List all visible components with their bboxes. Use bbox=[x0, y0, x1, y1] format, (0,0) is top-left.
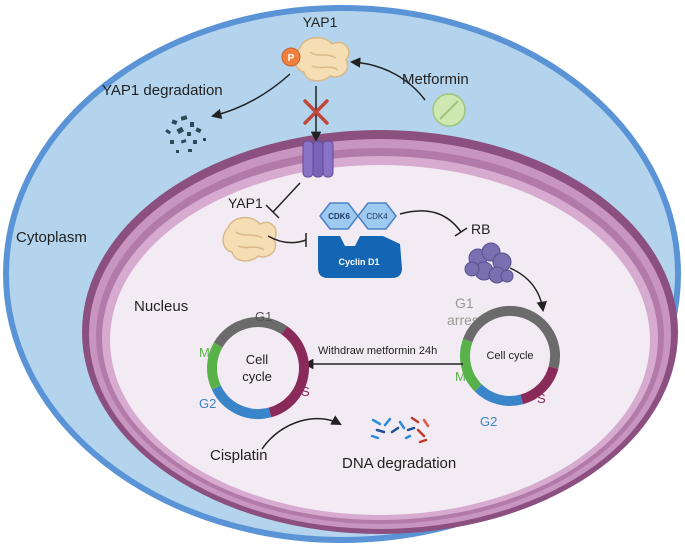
dna-degradation-label: DNA degradation bbox=[342, 455, 456, 472]
right-phase-g1-arc bbox=[463, 305, 561, 369]
right-phase-s-label: S bbox=[537, 391, 546, 406]
cyclin-d1-shape bbox=[318, 236, 402, 278]
cisplatin-to-dna-arrow bbox=[261, 415, 342, 450]
cytoplasm-label: Cytoplasm bbox=[16, 229, 87, 246]
yap1-inhibits-cyclin-line bbox=[267, 235, 307, 244]
left-phase-g2-label: G2 bbox=[199, 396, 216, 411]
phosphate-icon bbox=[281, 47, 301, 67]
dna-fragments-icon bbox=[370, 416, 430, 444]
left-phase-m-label: M bbox=[199, 345, 210, 360]
nucleus-label: Nucleus bbox=[134, 298, 188, 315]
left-phase-m-arc bbox=[207, 342, 223, 390]
withdraw-metformin-label: Withdraw metformin 24h bbox=[318, 345, 437, 357]
rb-to-arrest-arrow bbox=[509, 267, 547, 313]
left-cycle-center-line2: cycle bbox=[242, 369, 272, 384]
cisplatin-label: Cisplatin bbox=[210, 447, 268, 464]
cdk4-label: CDK4 bbox=[366, 212, 388, 221]
rb-label: RB bbox=[471, 221, 490, 237]
left-phase-s-label: S bbox=[301, 384, 310, 399]
yap1-phosphorylated-icon bbox=[294, 36, 350, 82]
yap1-nucleus-label: YAP1 bbox=[228, 195, 263, 211]
cdk-inhibits-rb-bar bbox=[454, 227, 468, 237]
yap1-top-label: YAP1 bbox=[303, 14, 338, 30]
channel-inhibits-yap1-line bbox=[272, 182, 301, 213]
cell-cycle-right-arcs bbox=[460, 305, 561, 406]
rb-protein-icon bbox=[464, 242, 514, 284]
left-cycle-center-line1: Cell bbox=[246, 352, 269, 367]
yap1-fragments-icon bbox=[165, 115, 206, 153]
phosphate-label: P bbox=[288, 53, 295, 64]
cell-cycle-left-arcs bbox=[207, 317, 309, 419]
right-phase-s-arc bbox=[520, 366, 559, 405]
membrane-channel-icon bbox=[302, 140, 334, 178]
cdk6-label: CDK6 bbox=[328, 212, 350, 221]
left-phase-g1-label: G1 bbox=[255, 309, 272, 324]
left-phase-s-arc bbox=[268, 326, 309, 418]
channel-inhibits-yap1-bar bbox=[265, 204, 280, 219]
yap1-degradation-label: YAP1 degradation bbox=[102, 82, 223, 99]
right-phase-m-arc bbox=[460, 338, 482, 392]
left-phase-g1-arc bbox=[213, 317, 288, 348]
right-phase-g2-label: G2 bbox=[480, 414, 497, 429]
right-phase-g2-arc bbox=[474, 384, 523, 406]
right-cycle-center-label: Cell cycle bbox=[486, 350, 533, 362]
metformin-label: Metformin bbox=[402, 71, 469, 88]
yap1-degradation-arrow bbox=[210, 73, 291, 120]
metformin-to-yap1-arrow bbox=[349, 57, 426, 101]
cdk-inhibits-rb-line bbox=[399, 210, 462, 233]
metformin-pill-icon bbox=[432, 93, 466, 127]
left-phase-g2-arc bbox=[211, 385, 272, 419]
cdk4-hexagon bbox=[357, 202, 397, 230]
right-phase-m-label: M bbox=[455, 369, 466, 384]
inhibition-x-icon bbox=[303, 99, 329, 125]
yap1-nucleus-protein-icon bbox=[222, 216, 277, 262]
cyclin-d1-label: Cyclin D1 bbox=[338, 257, 379, 267]
g1-arrest-label-line1: G1 bbox=[455, 295, 474, 311]
